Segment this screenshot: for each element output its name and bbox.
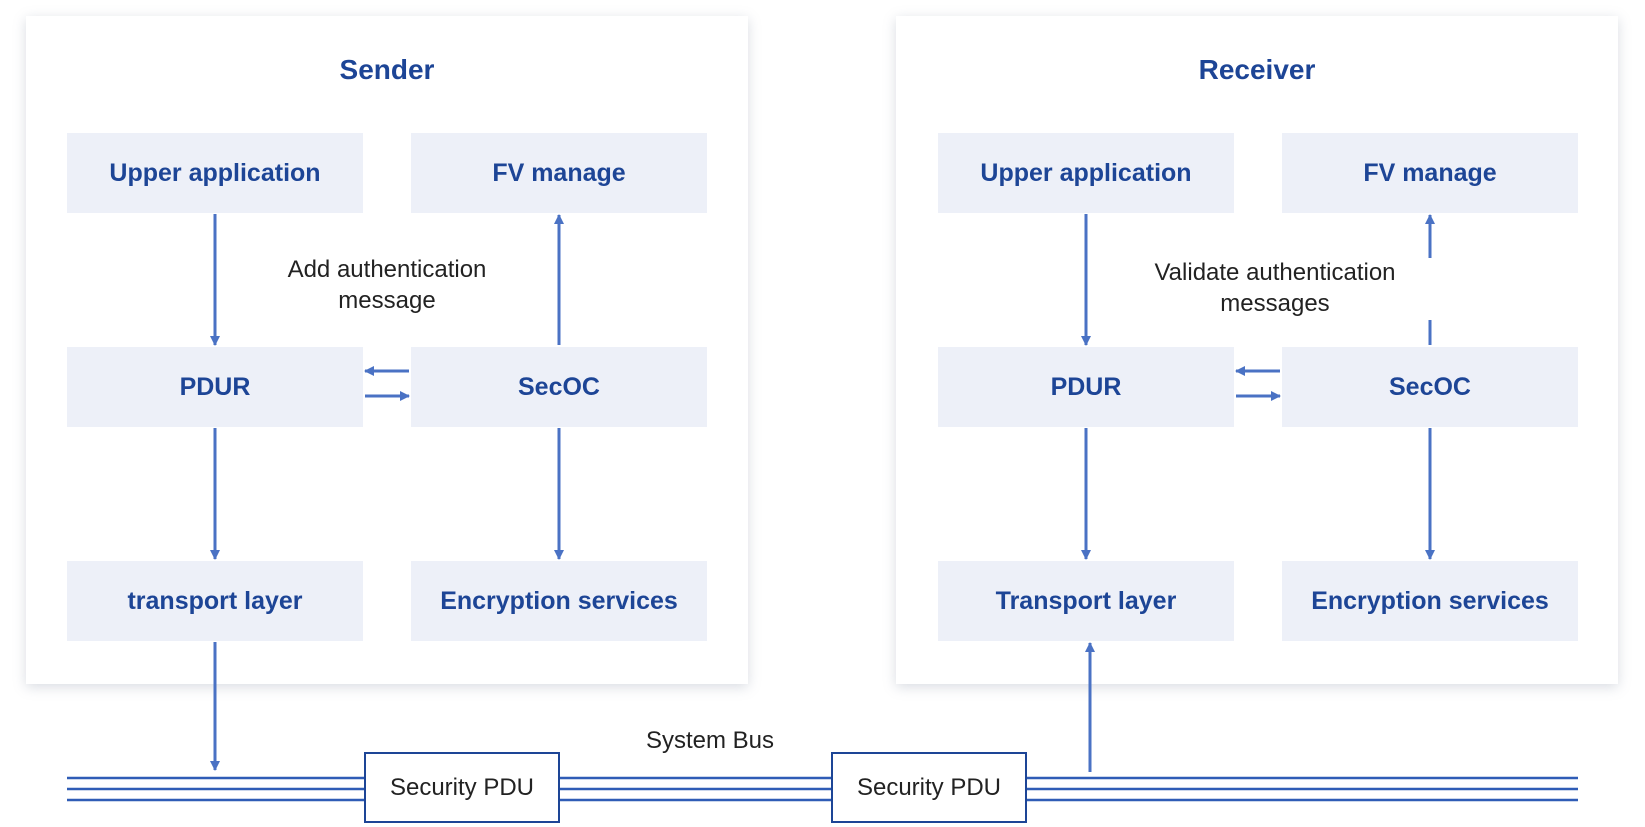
receiver-title: Receiver	[1198, 54, 1316, 85]
receiver-upper-application-box: Upper application	[938, 133, 1234, 213]
receiver-pdur-box: PDUR	[938, 347, 1234, 427]
sender-encryption-services-box: Encryption services	[411, 561, 707, 641]
receiver-encryption-services-box: Encryption services	[1282, 561, 1578, 641]
sender-transport-layer-box: transport layer	[67, 561, 363, 641]
sender-fv-manage-box: FV manage	[411, 133, 707, 213]
security-pdu-box-left: Security PDU	[364, 752, 560, 823]
sender-upper-application-box: Upper application	[67, 133, 363, 213]
receiver-secoc-box: SecOC	[1282, 347, 1578, 427]
receiver-transport-layer-box: Transport layer	[938, 561, 1234, 641]
security-pdu-box-right: Security PDU	[831, 752, 1027, 823]
sender-secoc-box: SecOC	[411, 347, 707, 427]
receiver-fv-manage-box: FV manage	[1282, 133, 1578, 213]
sender-pdur-box: PDUR	[67, 347, 363, 427]
sender-title: Sender	[339, 54, 435, 85]
system-bus-label: System Bus	[645, 727, 775, 754]
receiver-caption: Validate authentication messages	[1154, 259, 1396, 317]
sender-caption: Add authentication message	[287, 256, 487, 314]
